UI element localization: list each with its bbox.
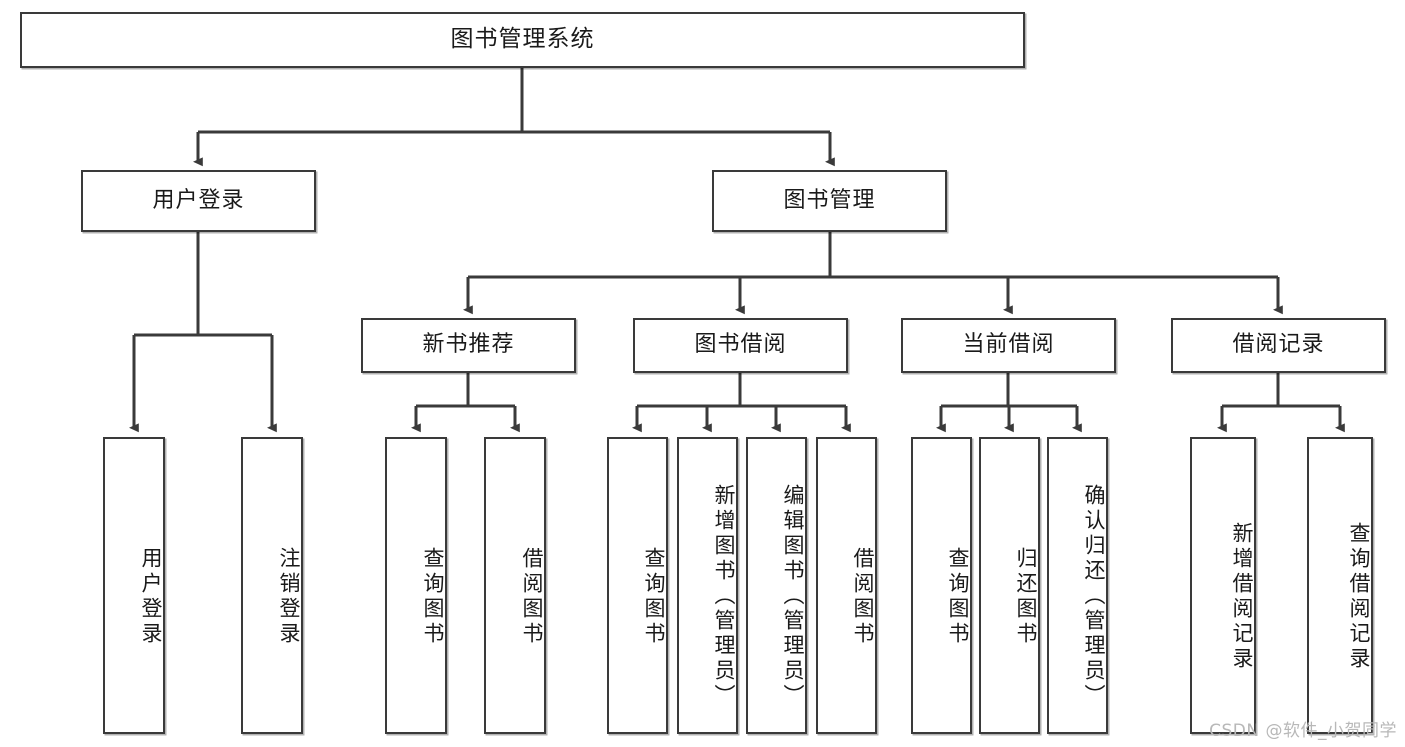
node-borrow-record[interactable]: 借阅记录 xyxy=(1171,318,1386,373)
node-leaf-query-borrow-record[interactable]: 查询借阅记录 xyxy=(1307,437,1373,734)
node-leaf-add-borrow-record[interactable]: 新增借阅记录 xyxy=(1190,437,1256,734)
node-new-book-recommend[interactable]: 新书推荐 xyxy=(361,318,576,373)
node-current-borrow[interactable]: 当前借阅 xyxy=(901,318,1116,373)
node-book-manage[interactable]: 图书管理 xyxy=(712,170,947,232)
node-leaf-query-book-recommend[interactable]: 查询图书 xyxy=(385,437,447,734)
node-leaf-query-book-borrow[interactable]: 查询图书 xyxy=(607,437,668,734)
node-leaf-confirm-return-admin[interactable]: 确认归还（管理员） xyxy=(1047,437,1108,734)
node-leaf-add-book-admin[interactable]: 新增图书（管理员） xyxy=(677,437,738,734)
csdn-watermark: CSDN @软件_小贺同学 xyxy=(1209,721,1397,741)
node-leaf-borrow-book[interactable]: 借阅图书 xyxy=(816,437,877,734)
node-book-borrow[interactable]: 图书借阅 xyxy=(633,318,848,373)
node-leaf-return-book[interactable]: 归还图书 xyxy=(979,437,1040,734)
node-leaf-query-book-current[interactable]: 查询图书 xyxy=(911,437,972,734)
node-leaf-user-login[interactable]: 用户登录 xyxy=(103,437,165,734)
node-leaf-edit-book-admin[interactable]: 编辑图书（管理员） xyxy=(746,437,807,734)
node-leaf-logout-login[interactable]: 注销登录 xyxy=(241,437,303,734)
node-user-login[interactable]: 用户登录 xyxy=(81,170,316,232)
node-root-library-system[interactable]: 图书管理系统 xyxy=(20,12,1025,68)
node-leaf-borrow-book-recommend[interactable]: 借阅图书 xyxy=(484,437,546,734)
